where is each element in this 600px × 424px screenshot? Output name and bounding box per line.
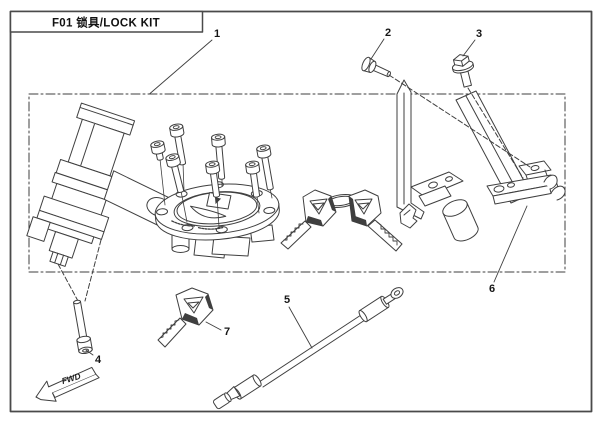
assembly-leader-bolt3 bbox=[467, 87, 524, 179]
key-blank-icon bbox=[157, 287, 214, 348]
fuel-cap-screws-icon bbox=[149, 122, 274, 198]
callout-1: 1 bbox=[214, 28, 220, 40]
seat-lock-cable-icon bbox=[213, 287, 404, 410]
flange-bolt-icon bbox=[451, 54, 474, 88]
callout-6: 6 bbox=[489, 283, 495, 295]
latch-bracket-icon bbox=[486, 160, 566, 205]
callout-4: 4 bbox=[95, 354, 102, 366]
assembly-leader-lock-b bbox=[84, 239, 102, 302]
key-pair-icon bbox=[280, 189, 403, 252]
pan-screw-icon bbox=[361, 56, 391, 78]
callout-7: 7 bbox=[224, 326, 230, 338]
socket-bolt-icon bbox=[73, 299, 93, 354]
callout-2: 2 bbox=[385, 27, 391, 39]
kit-boundary-box bbox=[28, 93, 566, 273]
assembly-leader-lock-a bbox=[57, 263, 79, 302]
seat-lock-catch-icon bbox=[399, 171, 479, 242]
fuel-cap-icon bbox=[154, 181, 280, 241]
fwd-arrow-icon: FWD bbox=[35, 366, 100, 402]
title-box bbox=[9, 10, 204, 33]
callout-3: 3 bbox=[476, 28, 482, 40]
fuel-cap-underside-lugs bbox=[171, 224, 275, 259]
ignition-lock-icon bbox=[26, 102, 184, 267]
page-border bbox=[9, 10, 593, 413]
mount-bar-edge bbox=[465, 95, 522, 199]
callout-leaders bbox=[85, 38, 528, 356]
callout-5: 5 bbox=[284, 294, 290, 306]
assembly-leader-screw2 bbox=[388, 74, 531, 168]
page-title: F01 锁具/LOCK KIT bbox=[52, 16, 160, 30]
